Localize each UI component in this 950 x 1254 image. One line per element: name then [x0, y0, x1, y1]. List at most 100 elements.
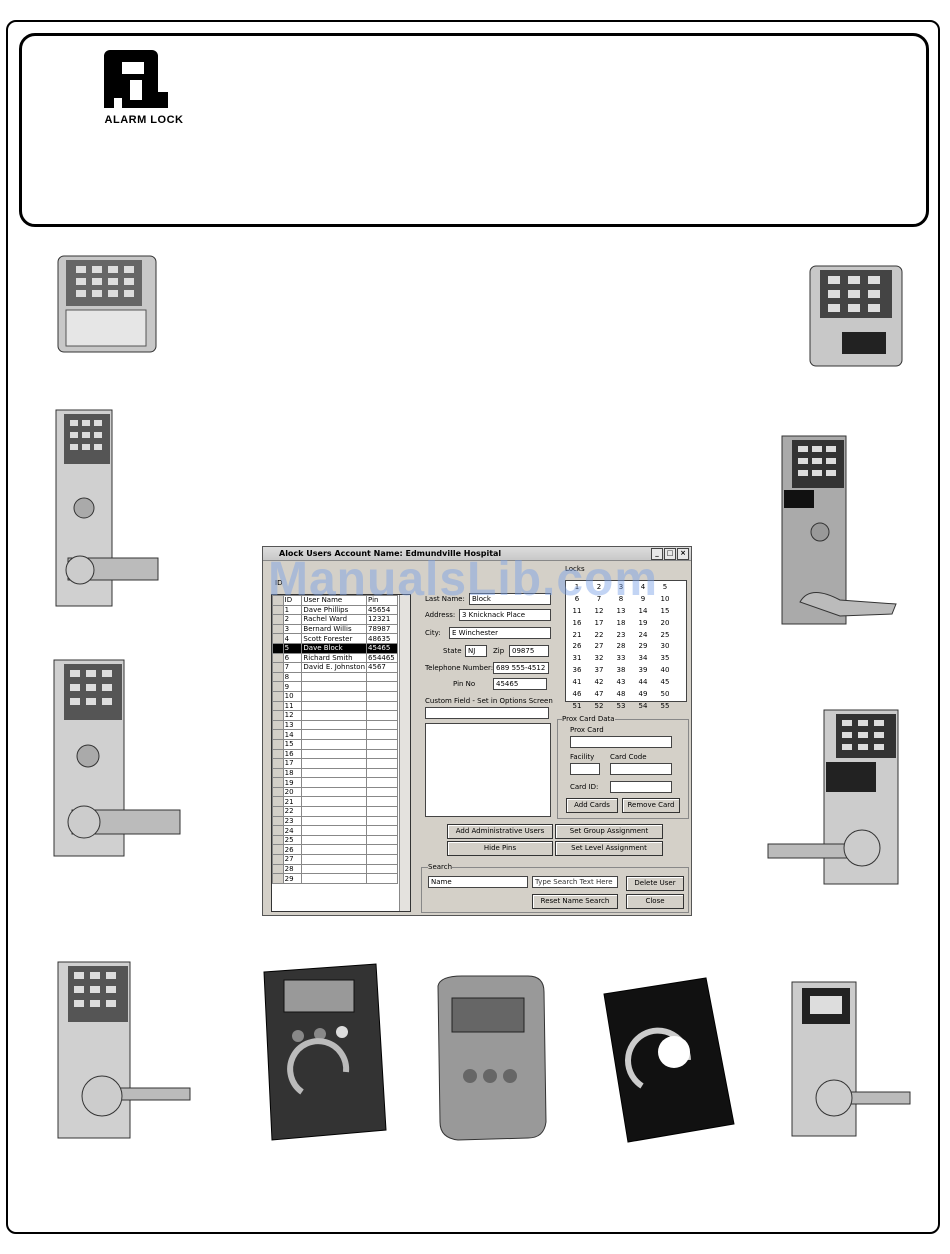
lock-number[interactable]: 53	[616, 701, 626, 710]
lock-number[interactable]: 4	[640, 582, 646, 591]
table-row[interactable]: 18	[272, 767, 398, 779]
row-header[interactable]	[272, 690, 284, 702]
cell-id[interactable]: 22	[282, 806, 303, 817]
lock-number[interactable]: 39	[638, 666, 648, 675]
facility-field[interactable]	[570, 763, 600, 775]
lock-number[interactable]: 52	[594, 701, 604, 710]
row-header[interactable]	[272, 642, 284, 654]
lock-number[interactable]: 32	[594, 654, 604, 663]
cell-id[interactable]: 3	[282, 623, 303, 635]
lock-number[interactable]: 17	[594, 618, 604, 627]
cell-nm[interactable]	[301, 844, 368, 856]
lock-number[interactable]: 7	[596, 594, 602, 603]
cell-id[interactable]: 7	[282, 662, 303, 673]
cell-id[interactable]: 21	[282, 796, 303, 808]
lock-number[interactable]: 10	[660, 594, 670, 603]
close-window-button[interactable]: ×	[677, 548, 689, 560]
search-text-input[interactable]: Type Search Text Here	[532, 876, 618, 888]
lock-number[interactable]: 40	[660, 666, 670, 675]
lock-number[interactable]: 46	[572, 689, 582, 698]
table-row[interactable]: 16	[272, 748, 398, 760]
prox-card-field[interactable]	[570, 736, 672, 748]
cell-pn[interactable]	[366, 710, 398, 721]
cell-pn[interactable]	[366, 873, 398, 884]
row-header[interactable]	[272, 604, 284, 616]
city-field[interactable]: E Winchester	[449, 627, 551, 639]
lock-number[interactable]: 38	[616, 666, 626, 675]
cell-nm[interactable]	[301, 767, 368, 779]
cell-pn[interactable]	[366, 786, 398, 798]
cell-id[interactable]: 11	[282, 700, 303, 712]
cell-pn[interactable]	[366, 796, 398, 808]
row-header[interactable]	[272, 777, 284, 788]
state-field[interactable]: NJ	[465, 645, 487, 657]
cell-nm[interactable]	[301, 729, 368, 740]
table-row[interactable]: 13	[272, 719, 398, 731]
zip-field[interactable]: 09875	[509, 645, 549, 657]
row-header[interactable]	[272, 662, 284, 673]
lock-number[interactable]: 21	[572, 630, 582, 639]
hide-pins-button[interactable]: Hide Pins	[447, 841, 553, 856]
table-row[interactable]: 23	[272, 815, 398, 827]
lock-number[interactable]: 11	[572, 606, 582, 615]
cell-nm[interactable]	[301, 738, 368, 750]
table-row[interactable]: 14	[272, 729, 398, 740]
table-row[interactable]: 22	[272, 806, 398, 817]
cell-pn[interactable]	[366, 700, 398, 712]
cell-nm[interactable]	[301, 815, 368, 827]
cell-pn[interactable]: 12321	[366, 614, 398, 625]
set-group-assignment-button[interactable]: Set Group Assignment	[555, 824, 663, 839]
cell-nm[interactable]: Dave Block	[301, 642, 368, 654]
lock-number[interactable]: 43	[616, 678, 626, 687]
lock-number[interactable]: 28	[616, 642, 626, 651]
row-header[interactable]	[272, 806, 284, 817]
lock-number[interactable]: 48	[616, 689, 626, 698]
cell-nm[interactable]	[301, 710, 368, 721]
row-header[interactable]	[272, 748, 284, 760]
lock-number[interactable]: 12	[594, 606, 604, 615]
add-admin-users-button[interactable]: Add Administrative Users	[447, 824, 553, 839]
cell-id[interactable]: 10	[282, 690, 303, 702]
cell-nm[interactable]	[301, 806, 368, 817]
row-header[interactable]	[272, 873, 284, 884]
row-header[interactable]	[272, 738, 284, 750]
cell-pn[interactable]	[366, 690, 398, 702]
table-row[interactable]: 9	[272, 681, 398, 692]
row-header[interactable]	[272, 710, 284, 721]
row-header[interactable]	[272, 863, 284, 875]
card-id-field[interactable]	[610, 781, 672, 793]
grid-scrollbar[interactable]	[399, 595, 410, 911]
lock-number[interactable]: 16	[572, 618, 582, 627]
cell-id[interactable]: 4	[282, 633, 303, 644]
lock-number[interactable]: 41	[572, 678, 582, 687]
row-header[interactable]	[272, 834, 284, 846]
cell-pn[interactable]	[366, 825, 398, 836]
lock-number[interactable]: 49	[638, 689, 648, 698]
cell-nm[interactable]	[301, 748, 368, 760]
cell-id[interactable]: 5	[282, 642, 303, 654]
lock-number[interactable]: 13	[616, 606, 626, 615]
lock-number[interactable]: 14	[638, 606, 648, 615]
cell-pn[interactable]	[366, 758, 398, 769]
row-header[interactable]	[272, 623, 284, 635]
cell-nm[interactable]	[301, 786, 368, 798]
lock-number[interactable]: 45	[660, 678, 670, 687]
last-name-field[interactable]: Block	[469, 593, 551, 605]
cell-nm[interactable]	[301, 681, 368, 692]
cell-nm[interactable]	[301, 700, 368, 712]
close-button[interactable]: Close	[626, 894, 684, 909]
table-row[interactable]: 17	[272, 758, 398, 769]
cell-pn[interactable]	[366, 738, 398, 750]
cell-pn[interactable]	[366, 834, 398, 846]
add-cards-button[interactable]: Add Cards	[566, 798, 618, 813]
cell-pn[interactable]: 78987	[366, 623, 398, 635]
cell-pn[interactable]	[366, 806, 398, 817]
lock-number[interactable]: 2	[596, 582, 602, 591]
cell-nm[interactable]	[301, 758, 368, 769]
search-by-select[interactable]: Name	[428, 876, 528, 888]
lock-number[interactable]: 27	[594, 642, 604, 651]
